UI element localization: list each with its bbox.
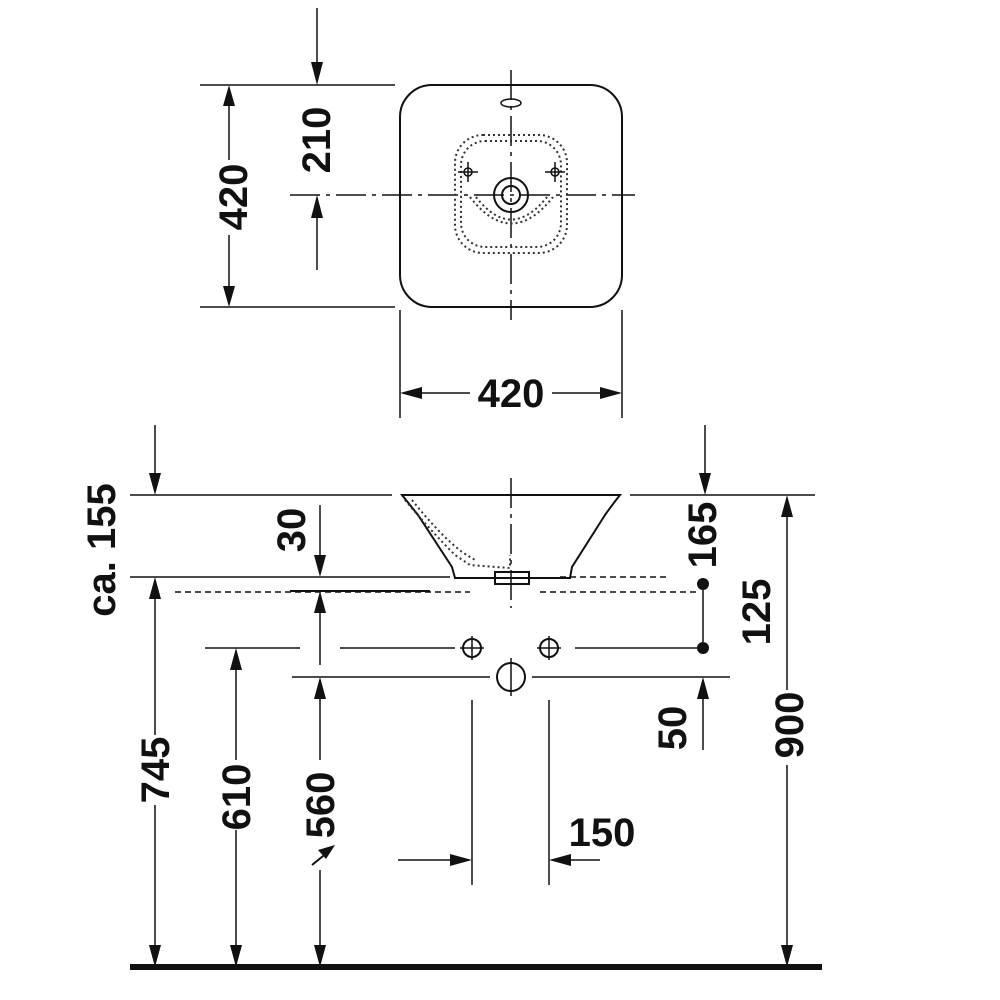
dim-waste-offset-label: 50: [651, 706, 695, 751]
dim-width-label: 420: [478, 372, 545, 416]
drain-outer: [493, 177, 529, 213]
connection-point-lower: [697, 642, 709, 654]
waste-direction-arrow: [311, 845, 335, 866]
inner-bowl-plan-2: [460, 140, 562, 248]
supply-hole-left: [460, 636, 484, 660]
side-view: ca. 155 30 165 125: [80, 425, 822, 970]
dim-supply-height-label: 610: [215, 764, 259, 831]
supply-hole-right: [537, 636, 561, 660]
dim-center-offset-label: 210: [295, 107, 339, 174]
connection-point-upper: [697, 578, 709, 590]
dim-height-approx-label: ca. 155: [80, 483, 124, 616]
overflow-slot: [500, 98, 522, 108]
dim-total-height-label: 900: [768, 692, 812, 759]
plan-view: 420 210 420: [200, 8, 635, 418]
bowl-front-curve-2: [475, 196, 548, 221]
dim-depth-label: 420: [212, 164, 256, 231]
dim-hole-spacing-label: 125: [735, 579, 779, 646]
inner-bowl-plan: [454, 134, 568, 254]
basin-inner-profile: [404, 499, 511, 570]
bowl-front-curve: [469, 196, 554, 225]
dim-tap-height-label: 165: [681, 502, 725, 569]
dim-waste-height-label: 560: [299, 772, 343, 839]
tap-hole-left: [458, 162, 478, 182]
drain-inner: [501, 185, 521, 205]
tap-hole-right: [545, 162, 565, 182]
dim-rim-thickness-label: 30: [270, 508, 314, 553]
basin-profile-side: [399, 494, 623, 579]
dim-supply-spacing-label: 150: [569, 811, 636, 855]
dim-floor-to-counter-label: 745: [134, 737, 178, 804]
waste-fitting: [494, 571, 530, 585]
